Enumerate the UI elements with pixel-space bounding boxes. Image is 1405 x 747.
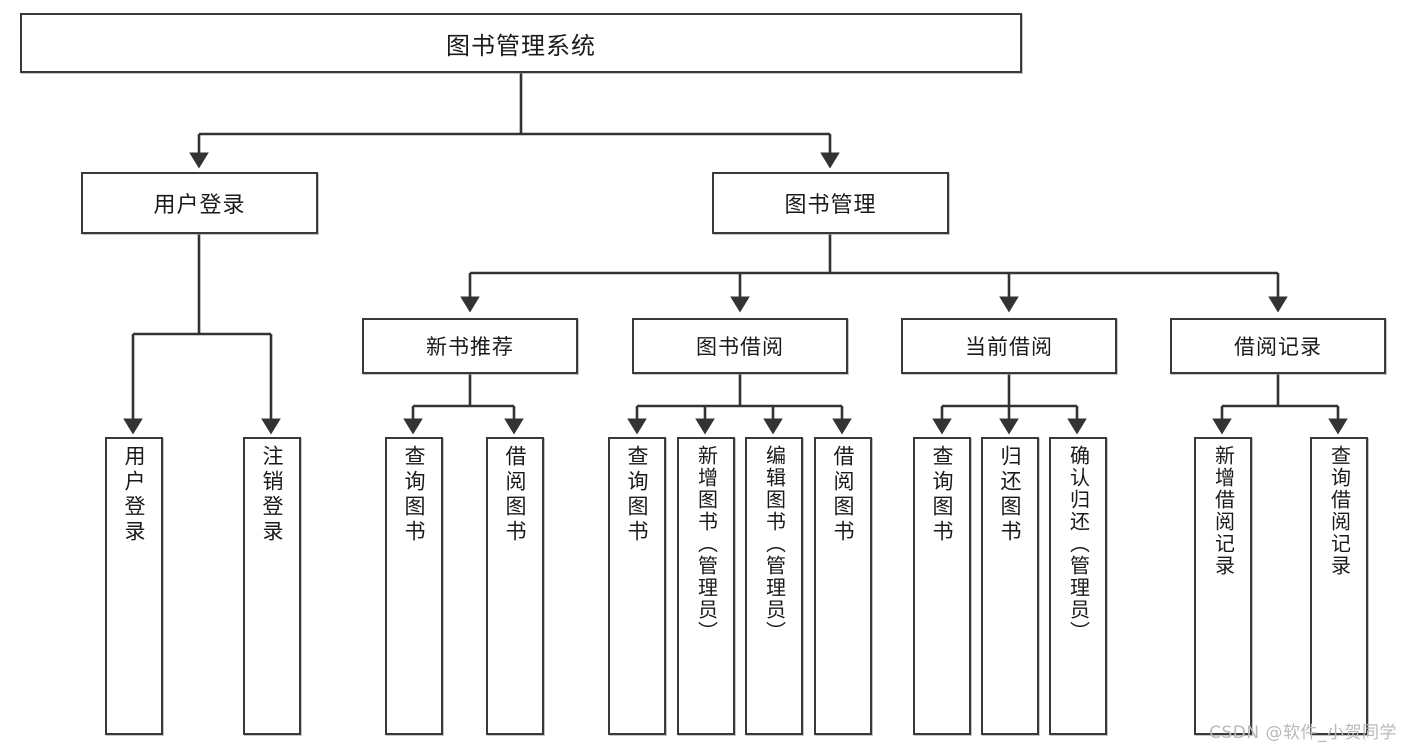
node-leaf-query-book-3[interactable]: 查询图书 bbox=[913, 437, 971, 735]
node-label: 用户登录 bbox=[153, 193, 246, 218]
node-label: 新书推荐 bbox=[426, 335, 514, 359]
node-leaf-edit-book[interactable]: 编辑图书（管理员） bbox=[745, 437, 803, 735]
node-label: 借阅图书 bbox=[831, 445, 856, 545]
node-root-book-management-system[interactable]: 图书管理系统 bbox=[20, 13, 1022, 73]
node-leaf-user-login[interactable]: 用户登录 bbox=[105, 437, 163, 735]
node-label: 新增图书（管理员） bbox=[694, 445, 719, 643]
node-label: 借阅图书 bbox=[503, 445, 528, 545]
node-leaf-add-book[interactable]: 新增图书（管理员） bbox=[677, 437, 735, 735]
node-leaf-logout[interactable]: 注销登录 bbox=[243, 437, 301, 735]
node-label: 借阅记录 bbox=[1234, 335, 1322, 359]
node-label: 用户登录 bbox=[122, 445, 147, 545]
node-label: 注销登录 bbox=[260, 445, 285, 545]
node-new-book-recommend[interactable]: 新书推荐 bbox=[362, 318, 578, 374]
node-leaf-query-book-2[interactable]: 查询图书 bbox=[608, 437, 666, 735]
node-label: 图书管理系统 bbox=[446, 31, 596, 60]
node-borrow-record[interactable]: 借阅记录 bbox=[1170, 318, 1386, 374]
node-label: 编辑图书（管理员） bbox=[762, 445, 787, 643]
node-label: 确认归还（管理员） bbox=[1066, 445, 1091, 643]
node-leaf-query-book-1[interactable]: 查询图书 bbox=[385, 437, 443, 735]
node-label: 新增借阅记录 bbox=[1211, 445, 1236, 577]
node-user-login[interactable]: 用户登录 bbox=[81, 172, 318, 234]
node-label: 查询图书 bbox=[402, 445, 427, 545]
node-label: 图书管理 bbox=[784, 193, 877, 218]
node-label: 图书借阅 bbox=[696, 335, 784, 359]
node-label: 查询借阅记录 bbox=[1327, 445, 1352, 577]
node-label: 查询图书 bbox=[625, 445, 650, 545]
node-label: 查询图书 bbox=[930, 445, 955, 545]
node-leaf-return-book[interactable]: 归还图书 bbox=[981, 437, 1039, 735]
node-leaf-add-borrow-record[interactable]: 新增借阅记录 bbox=[1194, 437, 1252, 735]
node-leaf-query-borrow-record[interactable]: 查询借阅记录 bbox=[1310, 437, 1368, 735]
node-leaf-borrow-book-1[interactable]: 借阅图书 bbox=[486, 437, 544, 735]
node-label: 归还图书 bbox=[998, 445, 1023, 545]
node-book-borrow[interactable]: 图书借阅 bbox=[632, 318, 848, 374]
node-book-management[interactable]: 图书管理 bbox=[712, 172, 949, 234]
node-current-borrow[interactable]: 当前借阅 bbox=[901, 318, 1117, 374]
node-label: 当前借阅 bbox=[965, 335, 1053, 359]
node-leaf-borrow-book-2[interactable]: 借阅图书 bbox=[814, 437, 872, 735]
node-leaf-confirm-return[interactable]: 确认归还（管理员） bbox=[1049, 437, 1107, 735]
